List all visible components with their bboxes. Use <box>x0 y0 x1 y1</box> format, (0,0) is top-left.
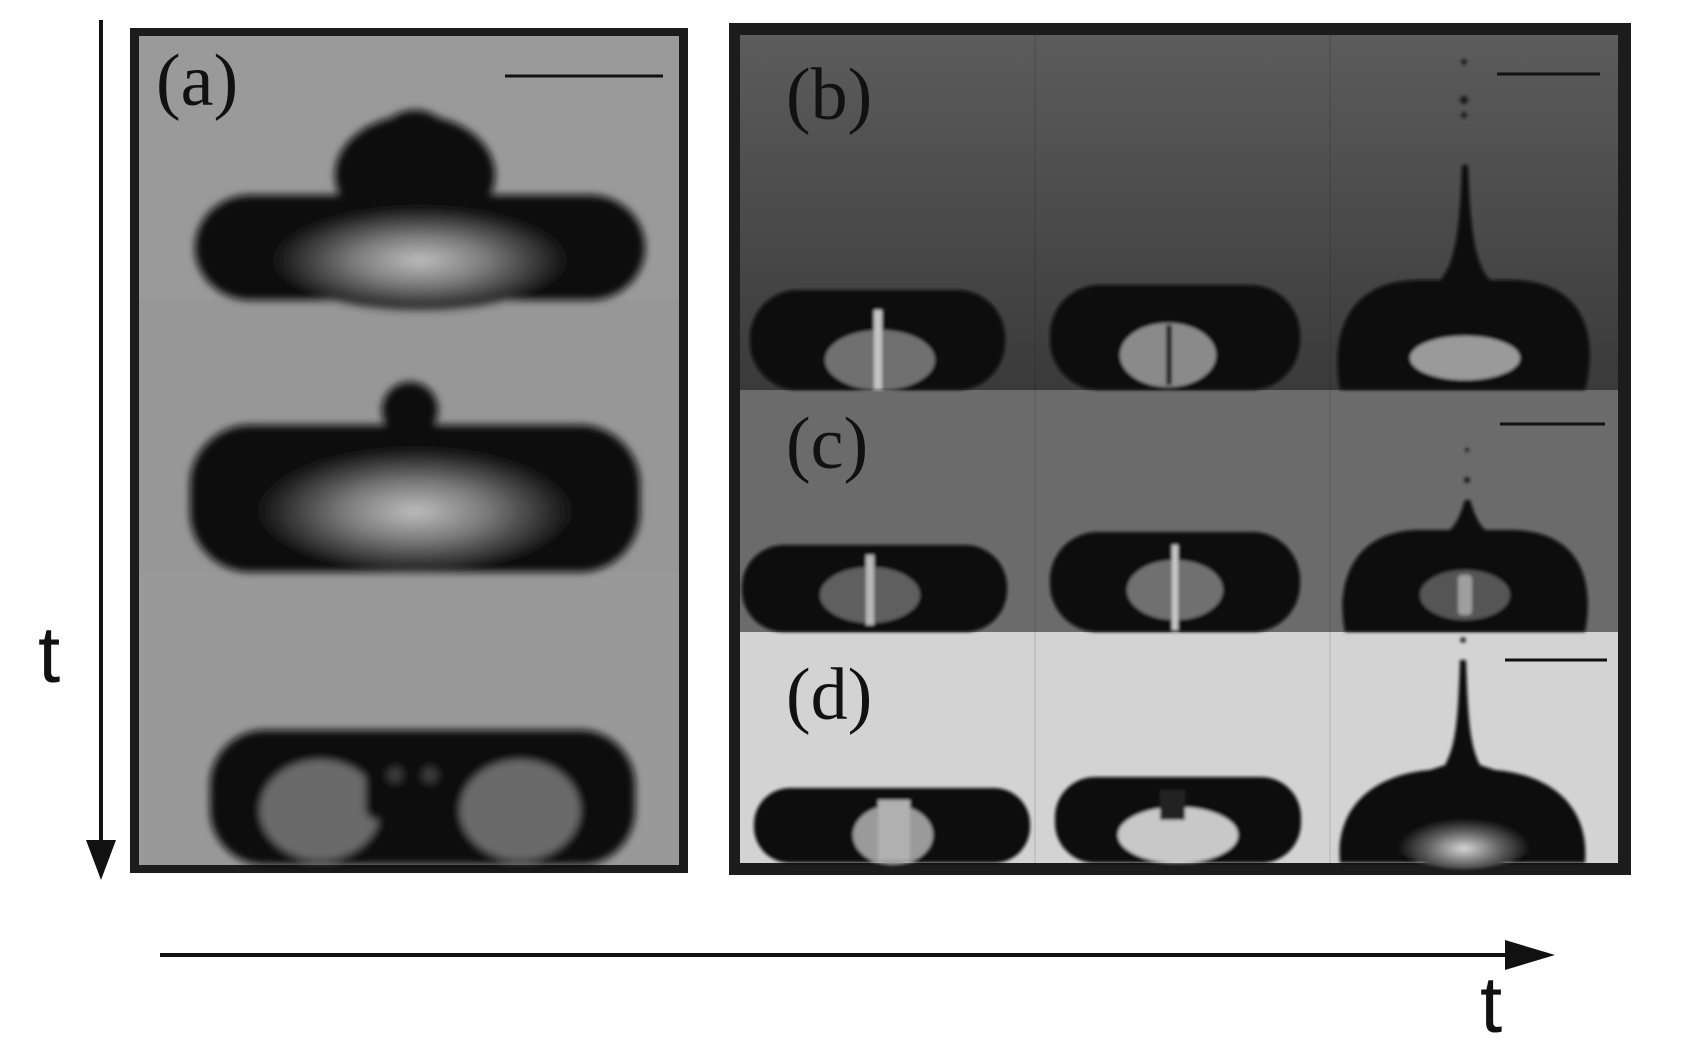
droplet-c2 <box>1050 532 1300 632</box>
droplet-a2 <box>190 382 640 572</box>
panel-label-a: (a) <box>156 40 239 122</box>
panel-a <box>130 28 688 873</box>
droplet-a3 <box>210 730 635 865</box>
droplet-d3 <box>1339 637 1586 869</box>
panel-bcd <box>729 23 1631 875</box>
droplet-a1 <box>195 110 645 310</box>
time-arrow-vertical <box>86 20 116 880</box>
droplet-b3 <box>1337 59 1590 390</box>
panel-label-d: (d) <box>786 654 873 736</box>
droplet-d2 <box>1055 777 1301 863</box>
panel-label-b: (b) <box>786 54 873 136</box>
droplet-c1 <box>742 545 1007 632</box>
droplet-b1 <box>750 290 1005 390</box>
time-axis-label-horizontal: t <box>1480 960 1503 1049</box>
droplet-c3 <box>1342 448 1588 632</box>
time-arrow-horizontal <box>160 940 1555 970</box>
time-axis-label-vertical: t <box>38 610 61 699</box>
droplet-d1 <box>754 788 1030 865</box>
droplet-b2 <box>1050 285 1300 390</box>
panel-label-c: (c) <box>786 403 869 485</box>
